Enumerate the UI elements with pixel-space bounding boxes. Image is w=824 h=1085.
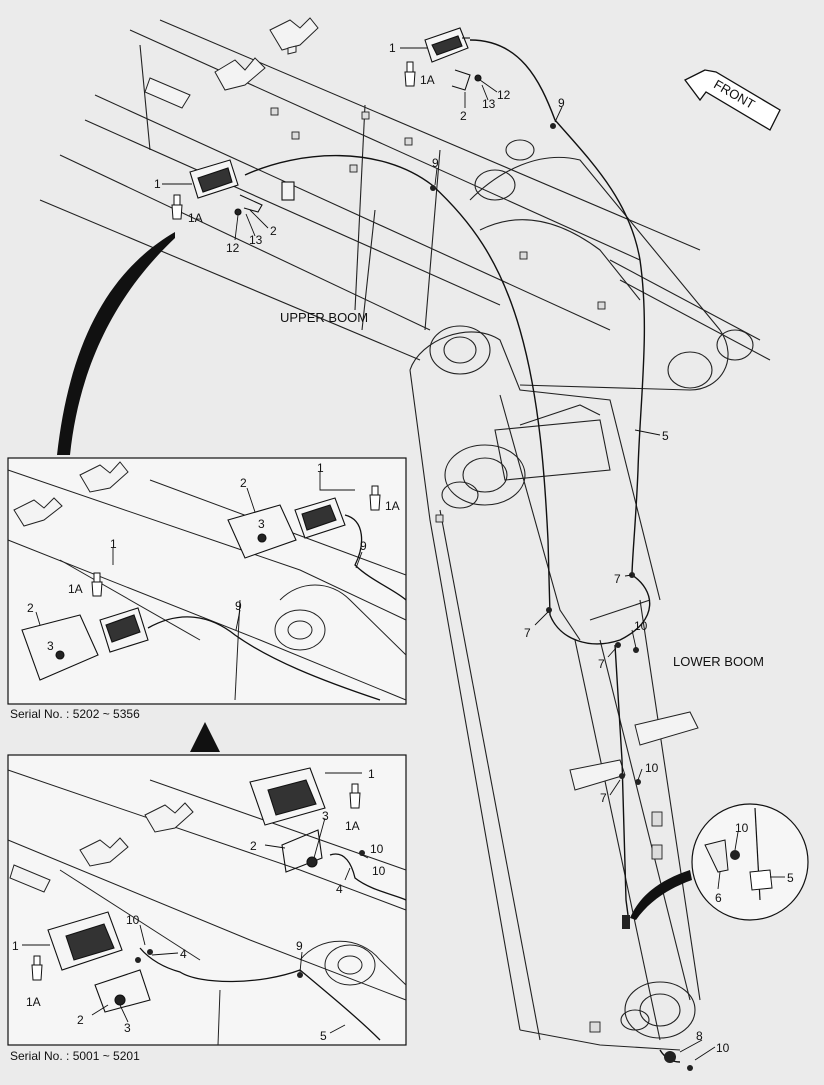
inset-panel-top <box>7 457 407 705</box>
callout-13: 13 <box>249 233 263 247</box>
callout-1: 1 <box>317 461 324 475</box>
boom-structure <box>39 19 771 1051</box>
callout-1: 1 <box>12 939 19 953</box>
work-lamp-upper-right <box>424 27 482 91</box>
callout-2: 2 <box>240 476 247 490</box>
callout-10: 10 <box>634 619 648 633</box>
callout-3: 3 <box>258 517 265 531</box>
callout-4: 4 <box>336 882 343 896</box>
harness-clamps <box>430 123 693 1071</box>
callout-1: 1 <box>154 177 161 191</box>
callout-2: 2 <box>77 1013 84 1027</box>
callout-1A: 1A <box>188 211 203 225</box>
detail-circle-bracket <box>691 803 809 921</box>
callout-2: 2 <box>460 109 467 123</box>
detail-pointer-lower <box>630 870 692 920</box>
callout-12: 12 <box>226 241 240 255</box>
callout-3: 3 <box>322 809 329 823</box>
callout-1: 1 <box>368 767 375 781</box>
callout-7: 7 <box>524 626 531 640</box>
callout-12: 12 <box>497 88 511 102</box>
callout-9: 9 <box>432 156 439 170</box>
callout-9: 9 <box>296 939 303 953</box>
callout-7: 7 <box>614 572 621 586</box>
leader-lines-main <box>162 47 785 1061</box>
callout-10: 10 <box>735 821 749 835</box>
callout-10: 10 <box>370 842 384 856</box>
callout-5: 5 <box>320 1029 327 1043</box>
callout-2: 2 <box>27 601 34 615</box>
callout-3: 3 <box>124 1021 131 1035</box>
hose-clamps <box>144 17 699 791</box>
bulb-icons-main <box>171 61 416 220</box>
callout-9: 9 <box>360 539 367 553</box>
callout-3: 3 <box>47 639 54 653</box>
serial-top: Serial No. : 5202 ~ 5356 <box>10 707 140 721</box>
callout-7: 7 <box>600 791 607 805</box>
label-upper-boom: UPPER BOOM <box>280 310 368 325</box>
serial-bottom: Serial No. : 5001 ~ 5201 <box>10 1049 140 1063</box>
inset-panel-bottom <box>7 754 407 1046</box>
work-lamp-upper-left <box>189 159 295 216</box>
callout-1: 1 <box>110 537 117 551</box>
callout-9: 9 <box>235 599 242 613</box>
up-triangle-icon <box>190 722 220 752</box>
callout-13: 13 <box>482 97 496 111</box>
callout-4: 4 <box>180 947 187 961</box>
label-lower-boom: LOWER BOOM <box>673 654 764 669</box>
callout-1: 1 <box>389 41 396 55</box>
callout-10: 10 <box>716 1041 730 1055</box>
callout-10: 10 <box>372 864 386 878</box>
callout-10: 10 <box>645 761 659 775</box>
callout-numbers-inset-top: 1 1A 2 3 9 1 1A 2 3 9 <box>27 461 400 653</box>
callout-2: 2 <box>270 224 277 238</box>
callout-1A: 1A <box>385 499 400 513</box>
wiring-harness <box>244 39 681 1063</box>
callout-5: 5 <box>662 429 669 443</box>
bolt-marks <box>270 107 663 1033</box>
callout-1A: 1A <box>68 582 83 596</box>
callout-5: 5 <box>787 871 794 885</box>
callout-2: 2 <box>250 839 257 853</box>
detail-pointer-upper <box>57 232 175 455</box>
callout-1A: 1A <box>420 73 435 87</box>
callout-9: 9 <box>558 96 565 110</box>
front-arrow-icon <box>684 69 781 131</box>
callout-1A: 1A <box>26 995 41 1009</box>
callout-6: 6 <box>715 891 722 905</box>
callout-10: 10 <box>126 913 140 927</box>
callout-8: 8 <box>696 1029 703 1043</box>
callout-7: 7 <box>598 657 605 671</box>
callout-numbers-main: 1 1A 2 13 12 9 9 1 1A 2 13 12 5 7 7 7 10… <box>154 41 794 1055</box>
callout-1A: 1A <box>345 819 360 833</box>
callout-numbers-inset-bottom: 1 1A 2 3 10 10 4 1 1A 10 4 2 3 9 5 <box>12 767 386 1043</box>
